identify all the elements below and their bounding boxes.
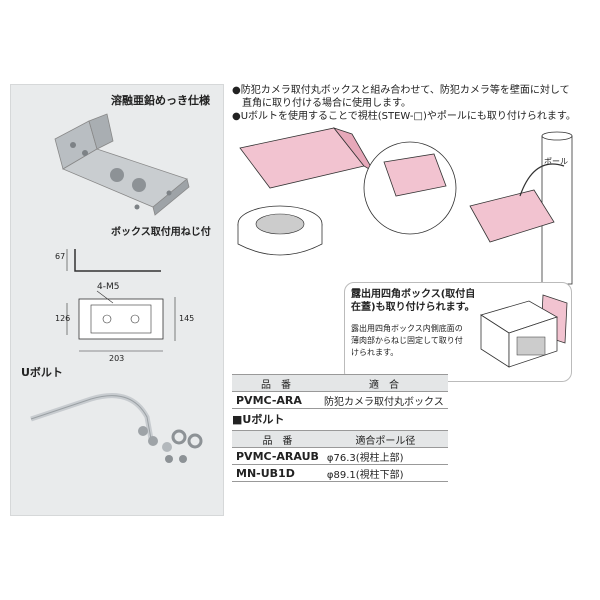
callout-title-line-2: 在蓋)も取り付けられます。 — [351, 302, 475, 313]
table-header-fit: 適 合 — [320, 374, 448, 392]
ubolt-photo — [30, 393, 203, 463]
product-code: PVMC-ARAUB — [232, 447, 323, 465]
product-code: PVMC-ARA — [232, 391, 320, 409]
table-row: PVMC-ARA 防犯カメラ取付丸ボックス — [232, 391, 448, 409]
table-header-code: 品 番 — [232, 374, 320, 392]
callout-title-line-1: 露出用四角ボックス(取付自 — [351, 289, 476, 300]
square-box-illustration — [480, 294, 568, 368]
product-panel: 溶融亜鉛めっき仕様 ボックス取付用ねじ付 67 4-M5 126 145 203… — [10, 84, 224, 516]
ubolt-heading: ■Uボルト — [232, 413, 285, 426]
callout-body-line-2: 薄肉部からねじ固定して取り付 — [351, 336, 463, 345]
bullet-1-line-1: ●防犯カメラ取付丸ボックスと組み合わせて、防犯カメラ等を壁面に対して — [232, 85, 570, 96]
product-fit: φ76.3(視柱上部) — [322, 447, 448, 465]
dim-outer-height: 145 — [179, 314, 195, 323]
bracket-photo — [54, 113, 190, 216]
screw-label: ボックス取付用ねじ付 — [111, 227, 211, 238]
callout-body-line-1: 露出用四角ボックス内側底面の — [351, 324, 463, 333]
dim-hole-label: 4-M5 — [97, 282, 120, 292]
callout-body-line-3: けられます。 — [351, 348, 399, 357]
dim-width: 203 — [109, 354, 125, 363]
pole-label: ポール — [544, 157, 568, 166]
product-fit: φ89.1(視柱下部) — [322, 464, 448, 482]
installation-diagram — [237, 127, 573, 285]
square-box-callout: 露出用四角ボックス(取付自 在蓋)も取り付けられます。 露出用四角ボックス内側底… — [344, 282, 572, 382]
bullet-1-line-2: 直角に取り付ける場合に使用します。 — [242, 98, 411, 109]
spec-table-bracket: 品 番 適 合 PVMC-ARA 防犯カメラ取付丸ボックス — [232, 374, 448, 409]
table-row: MN-UB1D φ89.1(視柱下部) — [232, 464, 448, 482]
dim-height-top: 67 — [55, 252, 66, 261]
dim-inner-height: 126 — [55, 314, 71, 323]
ubolt-title: Uボルト — [21, 366, 63, 379]
product-fit: 防犯カメラ取付丸ボックス — [320, 391, 448, 409]
spec-table-ubolt: 品 番 適合ポール径 PVMC-ARAUB φ76.3(視柱上部) MN-UB1… — [232, 430, 448, 482]
table-row: PVMC-ARAUB φ76.3(視柱上部) — [232, 447, 448, 465]
finish-label: 溶融亜鉛めっき仕様 — [111, 94, 210, 107]
product-code: MN-UB1D — [232, 464, 323, 482]
dimension-drawing — [66, 249, 176, 352]
table-header-pole-size: 適合ポール径 — [322, 430, 448, 448]
bullet-2: ●Uボルトを使用することで視柱(STEW-□)やポールにも取り付けられます。 — [232, 111, 576, 122]
table-header-code: 品 番 — [232, 430, 323, 448]
